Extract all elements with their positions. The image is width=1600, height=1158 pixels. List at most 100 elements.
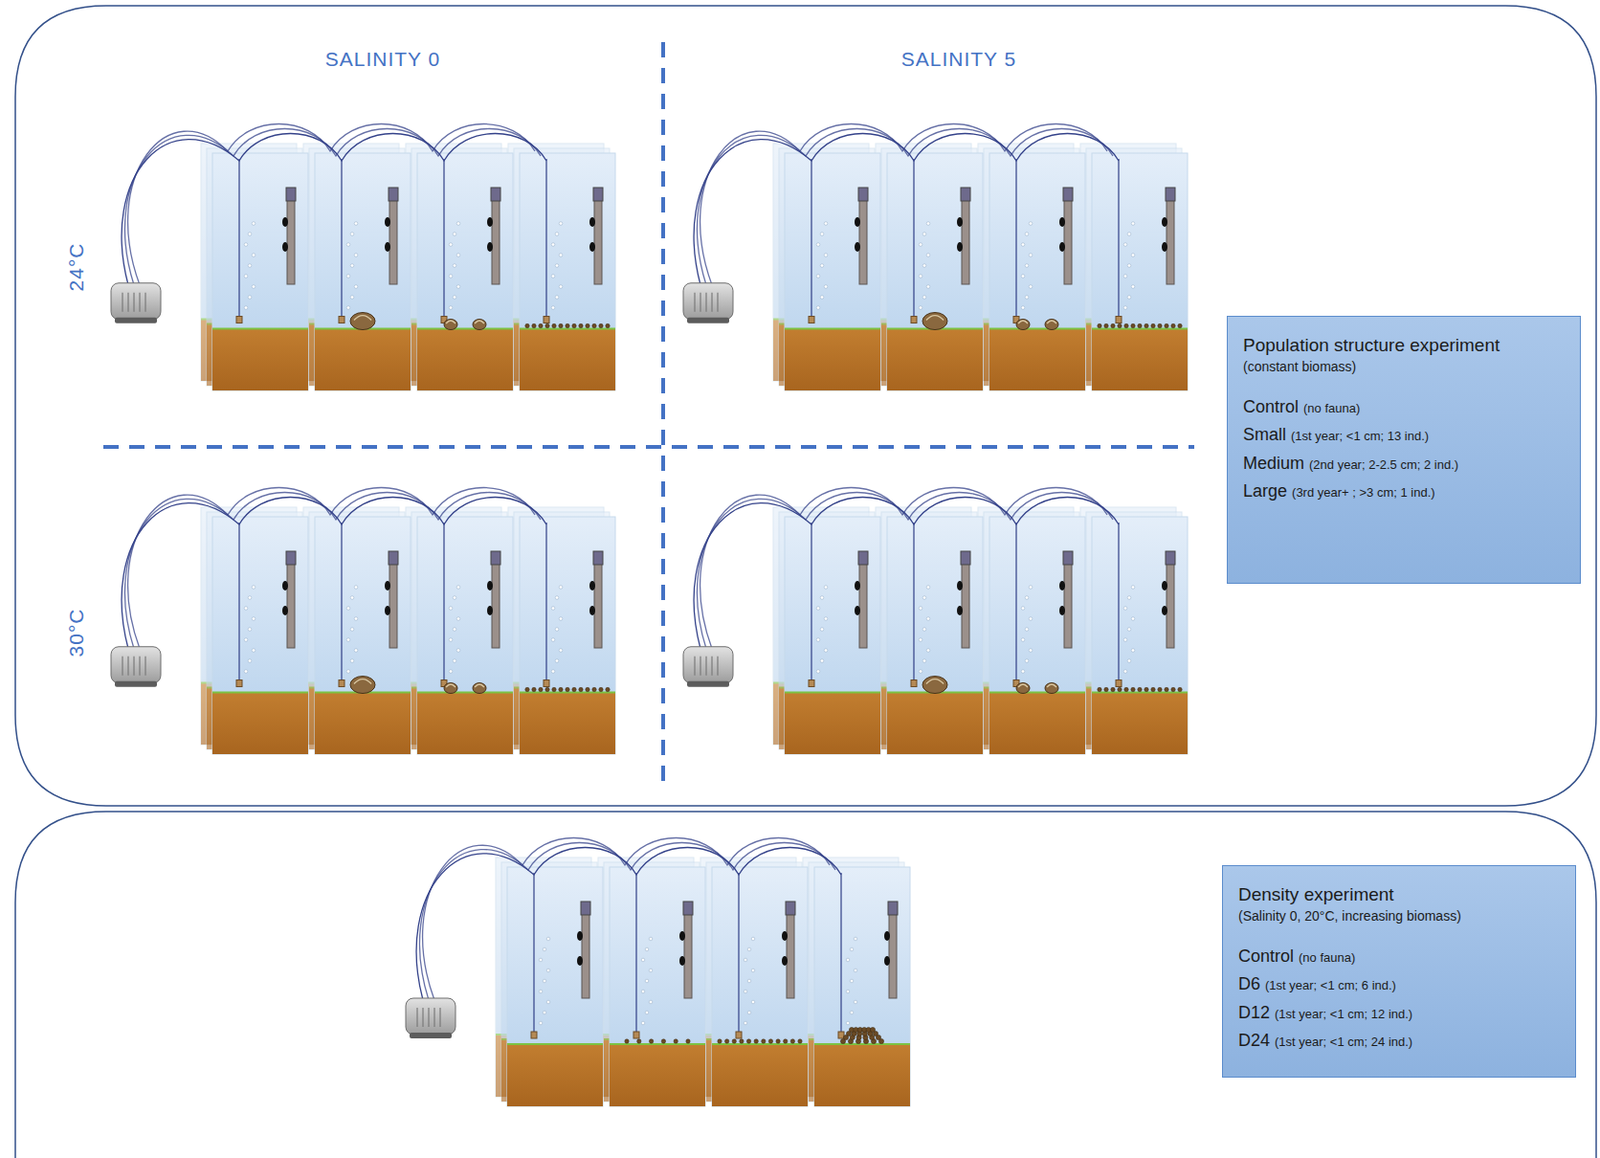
pump-grille xyxy=(133,292,134,312)
bubble xyxy=(555,232,559,237)
pump-grille xyxy=(711,292,712,312)
bubble xyxy=(448,274,453,279)
juvenile-snail xyxy=(545,323,550,328)
bubble xyxy=(820,232,824,237)
axis-label: 24°C xyxy=(65,243,89,292)
heater-sucker xyxy=(884,955,890,966)
bubble xyxy=(1021,638,1025,643)
pump-grille xyxy=(427,1007,429,1027)
pump-grille xyxy=(121,656,123,676)
air-line xyxy=(840,872,842,1033)
juvenile-snail xyxy=(1164,687,1169,691)
bubble xyxy=(1024,659,1029,664)
item-detail: (1st year; <1 cm; 6 ind.) xyxy=(1265,977,1397,993)
juvenile-snail xyxy=(776,1039,780,1044)
bubble xyxy=(644,978,649,983)
bubble xyxy=(1028,648,1033,653)
heater-cap xyxy=(683,901,693,915)
tank-row xyxy=(212,516,616,755)
bubble xyxy=(542,978,547,983)
bubble xyxy=(816,243,821,247)
heater-sucker xyxy=(589,242,596,252)
heater-cap xyxy=(388,551,399,565)
bubble xyxy=(551,669,556,674)
item-detail: (no fauna) xyxy=(1303,400,1360,416)
bubble xyxy=(823,585,828,590)
bubble xyxy=(849,1010,854,1015)
juvenile-snail xyxy=(624,1039,629,1044)
tank-water xyxy=(212,153,309,391)
bubble xyxy=(558,585,563,590)
bubble xyxy=(751,1000,756,1004)
bubble xyxy=(448,638,453,643)
bubble xyxy=(251,585,256,590)
bubble xyxy=(354,253,358,258)
juvenile-snail xyxy=(1111,323,1115,328)
juvenile-snail xyxy=(552,687,556,691)
bubble xyxy=(1123,274,1128,279)
heater xyxy=(859,193,867,285)
bubble xyxy=(853,936,858,941)
juvenile-snail xyxy=(661,1039,666,1044)
heater-cap xyxy=(1063,551,1073,565)
bubble xyxy=(247,295,252,300)
box-text: D12 (1st year; <1 cm; 12 ind.) xyxy=(1238,1001,1560,1024)
bubble xyxy=(1131,285,1135,289)
bubble xyxy=(823,617,828,622)
bubble xyxy=(1021,274,1025,279)
axis-label: 30°C xyxy=(65,608,89,658)
juvenile-snail xyxy=(783,1039,788,1044)
heater-cap xyxy=(858,551,868,565)
juvenile-snail xyxy=(732,1039,736,1044)
tank-sediment xyxy=(519,692,616,755)
air-line xyxy=(443,522,445,682)
heater-sucker xyxy=(577,955,583,966)
shell-band xyxy=(354,315,372,321)
tank-sediment xyxy=(814,1044,911,1107)
item-detail: (constant biomass) xyxy=(1243,357,1565,376)
bubble xyxy=(1127,596,1132,600)
air-stone xyxy=(1115,316,1122,324)
bubble xyxy=(816,669,821,674)
heater xyxy=(581,907,590,999)
bubble xyxy=(538,989,543,994)
heater-cap xyxy=(1063,187,1073,201)
bubble xyxy=(251,253,256,258)
heater-sucker xyxy=(589,605,596,616)
air-line xyxy=(912,158,914,318)
pump-base xyxy=(687,681,730,688)
pump-grille xyxy=(693,292,695,312)
heater-sucker xyxy=(282,242,289,252)
bubble xyxy=(820,264,824,268)
juvenile-snail xyxy=(565,687,570,691)
bubble xyxy=(922,596,927,600)
bubble xyxy=(350,627,355,632)
bubble xyxy=(918,669,923,674)
sediment-surface xyxy=(989,691,1086,694)
tank-water xyxy=(417,153,513,391)
heater xyxy=(491,193,500,285)
heater-cap xyxy=(785,901,796,915)
tank-sediment xyxy=(212,692,309,755)
bubble xyxy=(922,659,927,664)
box-text: Medium (2nd year; 2-2.5 cm; 2 ind.) xyxy=(1243,452,1565,475)
bubble xyxy=(247,264,252,268)
snail-shell xyxy=(350,312,376,331)
snail-shell xyxy=(1044,683,1059,694)
bubble xyxy=(555,627,559,632)
bubble xyxy=(648,968,653,973)
bubble xyxy=(1123,606,1128,611)
tank-sediment xyxy=(417,692,513,755)
tank-sediment xyxy=(212,329,309,391)
item-name: D6 xyxy=(1238,974,1266,994)
bubble xyxy=(452,264,457,268)
juvenile-snail xyxy=(558,687,563,691)
bubble xyxy=(452,596,457,600)
bubble xyxy=(1123,669,1128,674)
pump-grille xyxy=(705,292,707,312)
heater-sucker xyxy=(1161,217,1168,227)
bubble xyxy=(551,274,556,279)
air-line xyxy=(912,522,914,682)
bubble xyxy=(918,243,923,247)
heater-cap xyxy=(490,187,501,201)
